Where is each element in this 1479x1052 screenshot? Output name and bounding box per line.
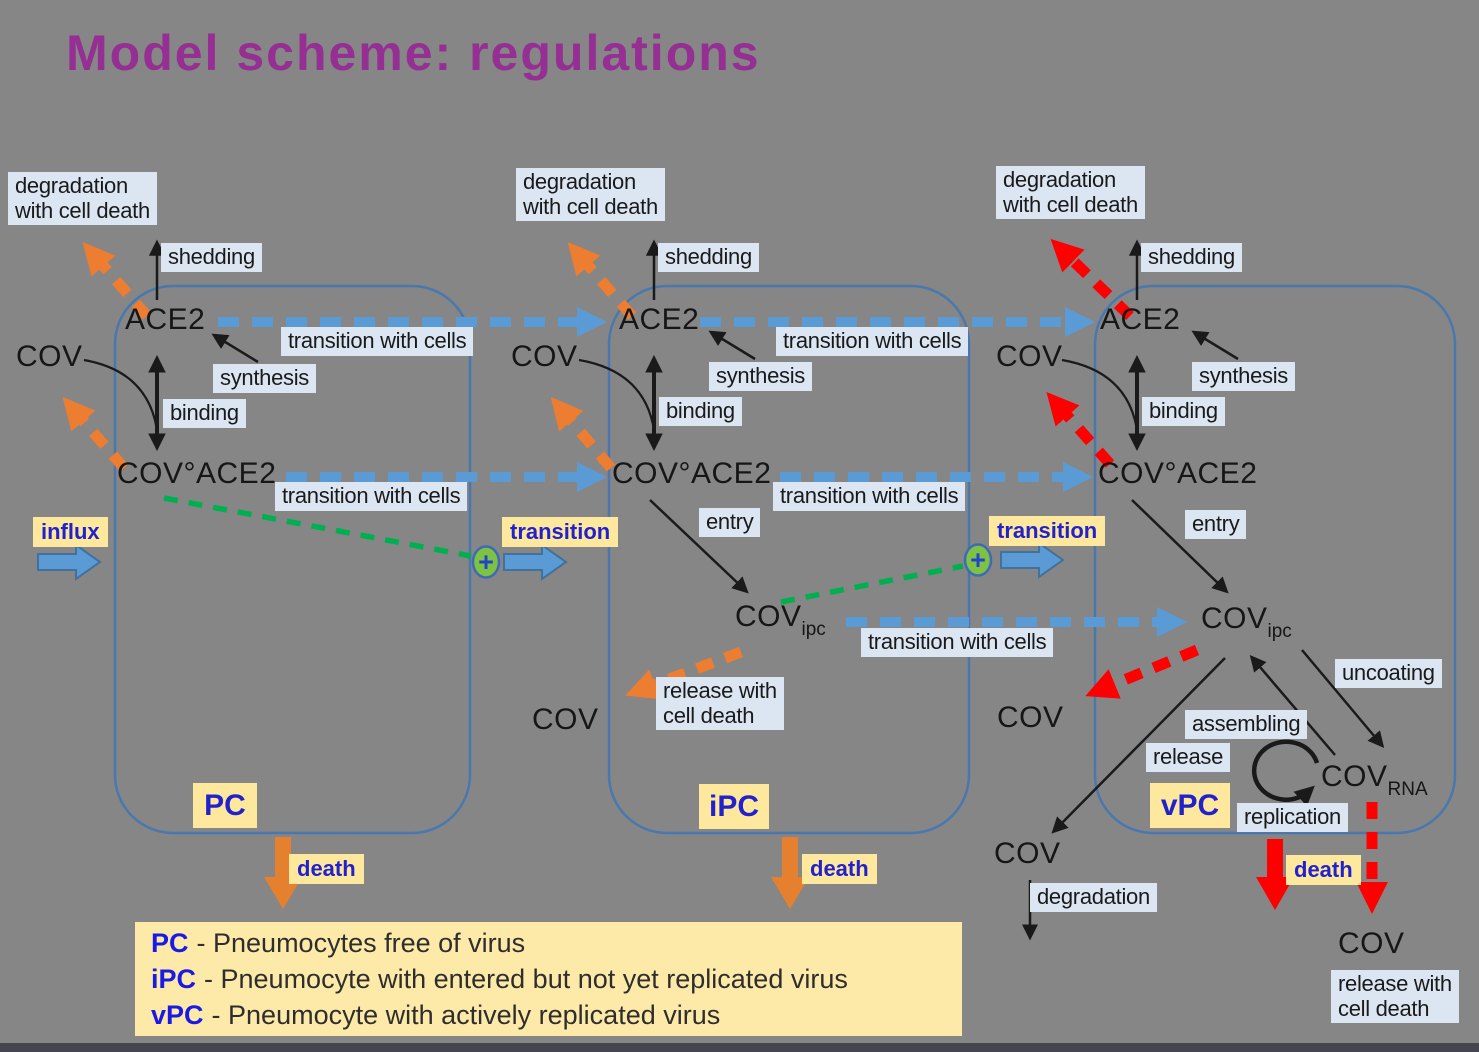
- death-arrow-ipc: [771, 837, 809, 909]
- label-degradation-vpc: degradation: [1030, 883, 1157, 912]
- species-ace2-pc: ACE2: [125, 303, 206, 336]
- transition-arrow-ipc-vpc: [1000, 541, 1065, 579]
- label-influx: influx: [33, 517, 108, 547]
- legend-abbr-vpc: vPC: [151, 999, 204, 1030]
- label-transition-cells-ace2-2: transition with cells: [776, 327, 969, 356]
- label-death-pc: death: [289, 854, 364, 884]
- legend-desc-ipc: - Pneumocyte with entered but not yet re…: [204, 963, 848, 994]
- synthesis-arrow-vpc: [1191, 330, 1239, 361]
- label-degradation-cell-death-pc: degradation with cell death: [8, 172, 157, 226]
- plus-sign-pc-ipc: +: [478, 547, 494, 577]
- label-synthesis-vpc: synthesis: [1192, 362, 1296, 391]
- species-cov-bottom-right: COV: [1338, 927, 1405, 960]
- label-transition-ipc-vpc: transition: [989, 516, 1106, 546]
- species-covace2-ipc: COV°ACE2: [612, 457, 772, 490]
- death-arrow-pc: [264, 837, 302, 909]
- species-cov-released-ipc: COV: [532, 703, 599, 736]
- label-uncoating: uncoating: [1335, 659, 1442, 688]
- cell-badge-vpc: vPC: [1150, 783, 1230, 828]
- label-transition-cells-covace2-2: transition with cells: [773, 482, 966, 511]
- label-transition-cells-covace2-1: transition with cells: [275, 482, 468, 511]
- species-covace2-pc: COV°ACE2: [117, 457, 277, 490]
- label-binding-ipc: binding: [659, 397, 742, 426]
- release-arrow-vpc: [1051, 657, 1226, 834]
- label-release: release: [1146, 743, 1231, 772]
- label-transition-cells-covipc: transition with cells: [861, 628, 1054, 657]
- species-cov-free-vpc: COV: [994, 837, 1061, 870]
- degradation-arrow-covace2-ipc: [550, 396, 616, 472]
- label-degradation-cell-death-vpc: degradation with cell death: [996, 166, 1145, 220]
- degradation-arrow-covace2-pc: [62, 396, 129, 472]
- label-transition-cells-ace2-1: transition with cells: [281, 327, 474, 356]
- label-entry-vpc: entry: [1185, 510, 1247, 539]
- cell-badge-pc: PC: [193, 783, 257, 828]
- species-covrna-vpc: COVRNA: [1321, 760, 1428, 800]
- legend-desc-vpc: - Pneumocyte with actively replicated vi…: [211, 999, 721, 1030]
- plus-circle-ipc-vpc: [963, 543, 993, 577]
- species-ace2-vpc: ACE2: [1100, 303, 1181, 336]
- legend-abbr-pc: PC: [151, 927, 189, 958]
- legend-desc-pc: - Pneumocytes free of virus: [196, 927, 526, 958]
- species-ace2-ipc: ACE2: [619, 303, 700, 336]
- synthesis-arrow-pc: [211, 333, 259, 364]
- cell-badge-ipc: iPC: [699, 784, 769, 829]
- label-replication: replication: [1237, 803, 1348, 832]
- release-arrow-covipc-vpc: [1085, 644, 1200, 699]
- label-shedding-ipc: shedding: [658, 243, 759, 272]
- degradation-arrow-ace2-ipc: [567, 241, 637, 320]
- species-covipc-vpc: COVipc: [1201, 602, 1292, 642]
- label-synthesis-pc: synthesis: [213, 364, 317, 393]
- species-covace2-vpc: COV°ACE2: [1098, 457, 1258, 490]
- label-death-ipc: death: [802, 854, 877, 884]
- label-release-cell-death-ipc: release with cell death: [656, 677, 784, 731]
- label-binding-pc: binding: [163, 399, 246, 428]
- assembling-arrow-vpc: [1249, 655, 1336, 756]
- legend-item-pc: PC- Pneumocytes free of virus: [151, 928, 962, 959]
- uncoating-arrow-vpc: [1301, 649, 1385, 748]
- cov-binding-curve-vpc: [1061, 358, 1140, 439]
- cell-outline-pc: [113, 284, 472, 835]
- label-degradation-cell-death-ipc: degradation with cell death: [516, 168, 665, 222]
- page-title: Model scheme: regulations: [66, 25, 761, 81]
- cov-binding-curve-pc: [83, 358, 160, 439]
- plus-sign-ipc-vpc: +: [970, 545, 986, 575]
- cell-outline-vpc: [1093, 284, 1457, 835]
- synthesis-arrow-ipc: [708, 330, 756, 361]
- influx-arrow: [37, 543, 102, 581]
- degradation-arrow-covace2-vpc: [1046, 392, 1115, 468]
- regulation-dash-covipc-transition: [780, 563, 964, 605]
- legend-item-vpc: vPC- Pneumocyte with actively replicated…: [151, 1000, 962, 1031]
- label-assembling: assembling: [1185, 710, 1308, 739]
- replication-loop-arrow: [1251, 739, 1320, 807]
- legend-box: PC- Pneumocytes free of virus iPC- Pneum…: [135, 922, 962, 1036]
- species-cov-vpc: COV: [996, 340, 1063, 373]
- label-synthesis-ipc: synthesis: [709, 362, 813, 391]
- legend-item-ipc: iPC- Pneumocyte with entered but not yet…: [151, 964, 962, 995]
- slide-bottom-strip: [0, 1043, 1479, 1052]
- label-binding-vpc: binding: [1142, 397, 1225, 426]
- degradation-arrow-ace2-pc: [82, 241, 152, 320]
- species-covipc-ipc: COVipc: [735, 600, 826, 640]
- label-transition-pc-ipc: transition: [502, 517, 619, 547]
- legend-abbr-ipc: iPC: [151, 963, 197, 994]
- cov-binding-curve-ipc: [578, 358, 657, 439]
- species-cov-ipc: COV: [511, 340, 578, 373]
- entry-arrow-vpc: [1131, 499, 1229, 594]
- degradation-arrow-ace2-vpc: [1050, 238, 1134, 320]
- entry-arrow-ipc: [649, 499, 749, 594]
- label-release-cell-death-vpc: release with cell death: [1331, 970, 1459, 1024]
- regulation-dash-covace2-transition: [163, 495, 472, 559]
- plus-circle-pc-ipc: [471, 545, 501, 579]
- label-shedding-vpc: shedding: [1141, 243, 1242, 272]
- label-shedding-pc: shedding: [161, 243, 262, 272]
- label-entry-ipc: entry: [699, 508, 761, 537]
- label-death-vpc: death: [1286, 855, 1361, 885]
- death-arrow-vpc: [1256, 839, 1294, 910]
- species-cov-pc: COV: [16, 340, 83, 373]
- species-cov-released-vpc: COV: [997, 701, 1064, 734]
- transition-arrow-pc-ipc: [503, 543, 568, 581]
